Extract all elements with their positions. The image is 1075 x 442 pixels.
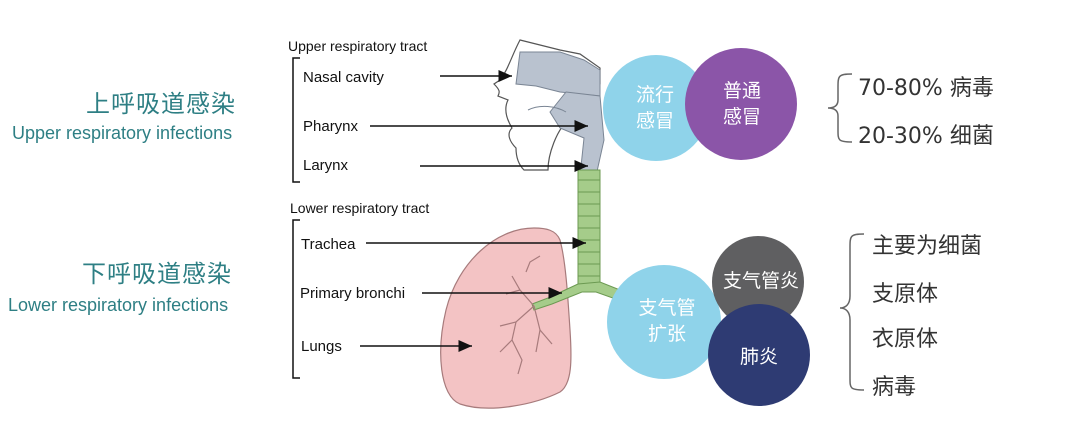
bronchitis-label: 支气管炎 bbox=[722, 270, 799, 292]
upper-bracket bbox=[292, 57, 300, 183]
bronchitis-circle bbox=[712, 236, 804, 328]
lung-shape bbox=[440, 227, 572, 409]
lower-cause-4: 病毒 bbox=[872, 375, 917, 400]
common-cold-circle bbox=[685, 48, 797, 160]
lower-infections-title-zh: 下呼吸道感染 bbox=[82, 260, 232, 288]
lower-infections-title-en: Lower respiratory infections bbox=[8, 295, 229, 315]
upper-infections-title-en: Upper respiratory infections bbox=[12, 123, 233, 143]
head-profile bbox=[493, 39, 605, 177]
common-cold-label: 普通感冒 bbox=[722, 80, 761, 128]
lower-cause-3: 衣原体 bbox=[872, 327, 939, 352]
trachea-label: Trachea bbox=[301, 236, 356, 253]
upper-cause-2: 20-30% 细菌 bbox=[858, 124, 994, 149]
lower-tract-title: Lower respiratory tract bbox=[290, 200, 430, 216]
upper-causes-brace bbox=[827, 73, 853, 143]
primary-bronchi-label: Primary bronchi bbox=[300, 285, 406, 302]
pneumonia-label: 肺炎 bbox=[739, 346, 778, 368]
lower-bracket bbox=[292, 219, 300, 379]
trachea-shape bbox=[577, 169, 601, 291]
pharynx-label: Pharynx bbox=[303, 118, 359, 135]
upper-infections-title-zh: 上呼吸道感染 bbox=[86, 90, 236, 118]
lower-cause-2: 支原体 bbox=[872, 282, 939, 307]
bronchiectasis-circle bbox=[607, 265, 721, 379]
nasal-cavity-label: Nasal cavity bbox=[303, 69, 384, 86]
lower-cause-1: 主要为细菌 bbox=[872, 234, 983, 259]
upper-tract-title: Upper respiratory tract bbox=[288, 38, 428, 54]
lower-causes-brace bbox=[839, 233, 865, 391]
larynx-label: Larynx bbox=[303, 157, 349, 174]
upper-cause-1: 70-80% 病毒 bbox=[858, 76, 994, 101]
lungs-label: Lungs bbox=[301, 338, 342, 355]
pneumonia-circle bbox=[708, 304, 810, 406]
influenza-circle bbox=[603, 55, 709, 161]
bronchiectasis-label: 支气管扩张 bbox=[638, 297, 696, 345]
influenza-label: 流行感冒 bbox=[635, 84, 674, 132]
bronchial-tree bbox=[499, 255, 553, 375]
